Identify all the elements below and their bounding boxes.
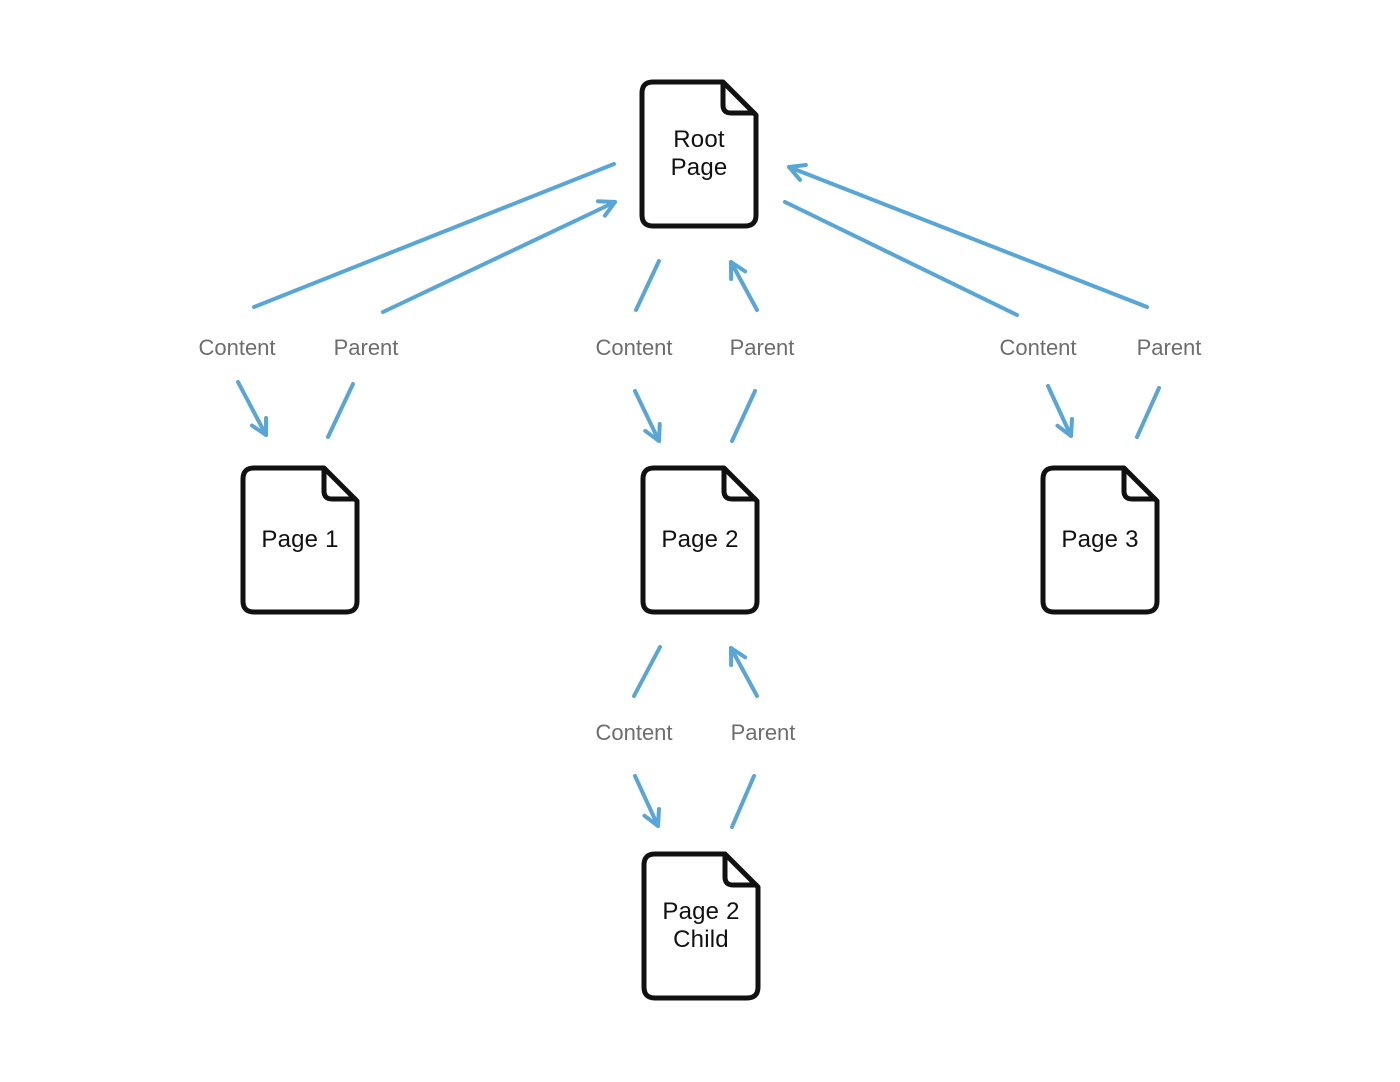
edge-page1-root-parent-arrow — [381, 199, 617, 314]
edge-page2-root-parent-lower — [730, 389, 757, 443]
page-icon — [639, 79, 759, 229]
edge-label-bottom-parent: Parent — [730, 720, 796, 745]
node-page2: Page 2 — [640, 465, 760, 615]
page-icon — [1040, 465, 1160, 615]
page-icon — [640, 465, 760, 615]
edge-child-page2-parent-lower — [730, 774, 756, 829]
node-page1: Page 1 — [240, 465, 360, 615]
edge-label-left-parent: Parent — [333, 335, 399, 360]
page-icon — [641, 851, 761, 1001]
edge-page3-root-parent-lower — [1135, 386, 1161, 439]
node-root-page: Root Page — [639, 79, 759, 229]
edge-label-right-parent: Parent — [1136, 335, 1202, 360]
edge-label-bottom-content: Content — [595, 720, 673, 745]
page-icon — [240, 465, 360, 615]
node-page2-child: Page 2 Child — [641, 851, 761, 1001]
edge-root-page1-content-upper — [252, 162, 616, 309]
edge-label-right-content: Content — [999, 335, 1077, 360]
edge-root-page1-content-arrow — [236, 380, 269, 437]
edge-page2-child-content-arrow — [633, 774, 661, 828]
edge-child-page2-parent-arrow — [729, 646, 759, 698]
node-root-page-label: Root Page — [670, 125, 728, 181]
edge-root-page3-content-arrow — [1046, 384, 1074, 438]
edge-label-mid-parent: Parent — [729, 335, 795, 360]
edge-label-left-content: Content — [198, 335, 276, 360]
edge-root-page3-content-upper — [783, 200, 1019, 317]
edge-root-page2-content-upper — [634, 259, 661, 312]
edge-page2-root-parent-arrow — [729, 260, 759, 312]
edge-label-mid-content: Content — [595, 335, 673, 360]
edge-root-page2-content-arrow — [633, 389, 662, 443]
edge-page1-root-parent-lower — [326, 382, 355, 439]
node-page2-label: Page 2 — [661, 525, 739, 553]
node-page1-label: Page 1 — [261, 525, 339, 553]
node-page3: Page 3 — [1040, 465, 1160, 615]
edge-page3-root-parent-arrow — [787, 163, 1149, 309]
node-page2-child-label: Page 2 Child — [662, 897, 740, 953]
edge-page2-child-content-upper — [632, 645, 662, 698]
node-page3-label: Page 3 — [1061, 525, 1139, 553]
